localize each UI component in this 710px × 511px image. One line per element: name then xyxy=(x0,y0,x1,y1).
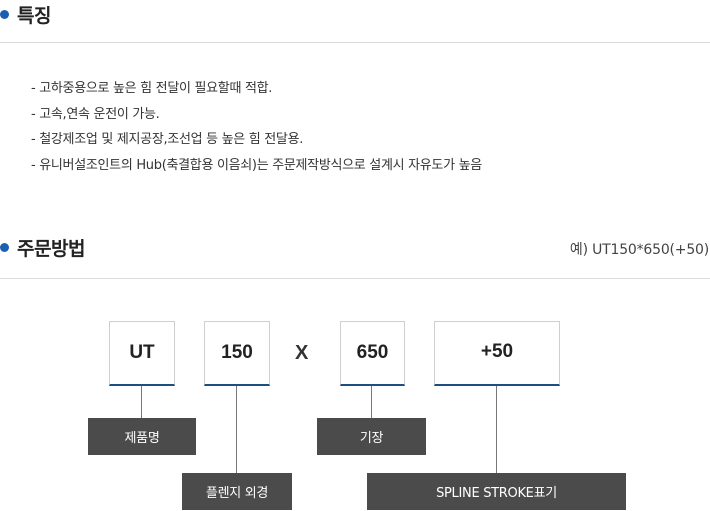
code-separator: X xyxy=(295,342,309,364)
order-example: 예) UT150*650(+50) xyxy=(569,242,709,258)
feature-item: - 철강제조업 및 제지공장,조선업 등 높은 힘 전달용. xyxy=(31,132,304,147)
connector-line-length xyxy=(371,386,372,418)
label-length: 기장 xyxy=(317,418,426,455)
label-product: 제품명 xyxy=(88,418,196,455)
label-stroke: SPLINE STROKE표기 xyxy=(367,473,626,510)
code-product: UT xyxy=(129,342,155,363)
label-flange: 플렌지 외경 xyxy=(182,473,292,510)
feature-item: - 고하중용으로 높은 힘 전달이 필요할때 적합. xyxy=(31,81,273,96)
features-divider xyxy=(0,42,710,43)
code-box-flange: 150 xyxy=(204,321,270,386)
bullet-dot-icon xyxy=(0,243,9,252)
bullet-dot-icon xyxy=(0,10,9,19)
feature-item: - 고속,연속 운전이 가능. xyxy=(31,106,160,122)
connector-line-flange xyxy=(236,386,237,473)
features-title: 특징 xyxy=(17,5,51,27)
code-stroke: +50 xyxy=(480,341,514,362)
code-flange: 150 xyxy=(221,342,253,363)
code-box-length: 650 xyxy=(340,321,405,386)
connector-line-product xyxy=(141,386,142,418)
features-list: - 고하중용으로 높은 힘 전달이 필요할때 적합. - 고속,연속 운전이 가… xyxy=(31,78,482,180)
code-box-stroke: +50 xyxy=(434,321,560,386)
feature-item: - 유니버설조인트의 Hub(축결합용 이음쇠)는 주문제작방식으로 설계시 자… xyxy=(31,157,482,173)
order-title: 주문방법 xyxy=(17,238,85,260)
code-box-product: UT xyxy=(109,321,175,386)
features-heading: 특징 xyxy=(0,1,51,28)
code-length: 650 xyxy=(356,342,389,363)
connector-line-stroke xyxy=(496,386,497,473)
order-divider xyxy=(0,278,710,279)
order-heading: 주문방법 xyxy=(0,234,85,261)
